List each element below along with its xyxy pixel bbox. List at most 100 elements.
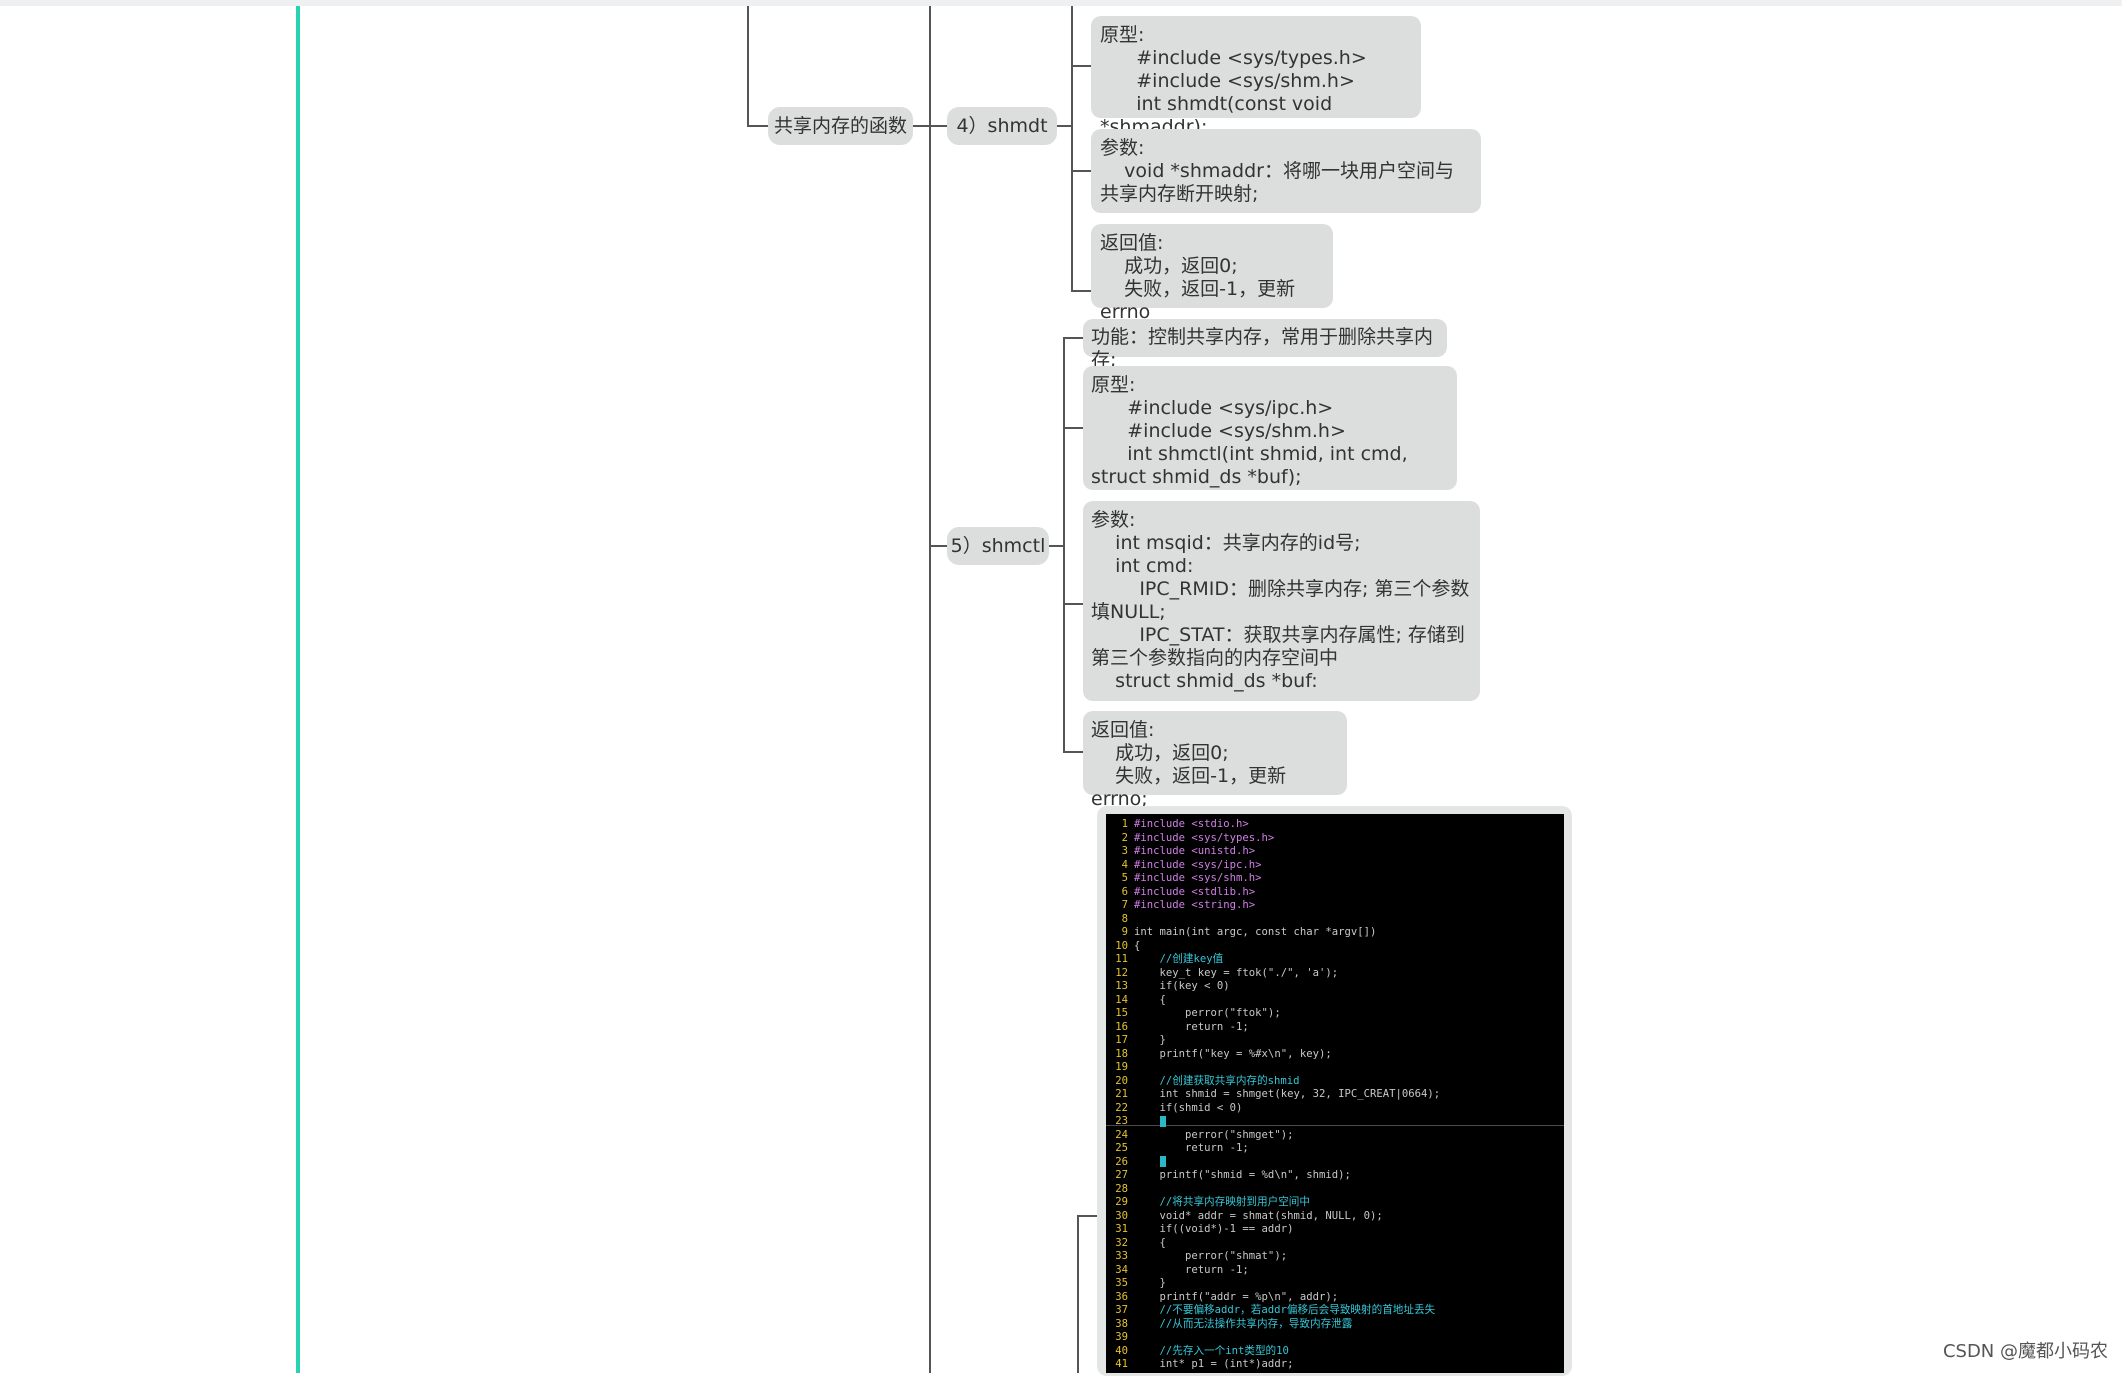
code-line: 40 //先存入一个int类型的10 (1106, 1345, 1289, 1359)
line-number: 25 (1115, 1142, 1128, 1154)
code-text: void* addr = shmat(shmid, NULL, 0); (1134, 1209, 1383, 1222)
line-number: 1 (1121, 818, 1128, 830)
line-number: 18 (1115, 1047, 1128, 1060)
line-number: 39 (1115, 1331, 1128, 1343)
code-text: int shmid = shmget(key, 32, IPC_CREAT|06… (1134, 1088, 1441, 1100)
code-text: perror("shmget"); (1134, 1128, 1294, 1141)
shmctl-retval-node[interactable]: 返回值: 成功，返回0; 失败，返回-1，更新errno; (1083, 711, 1347, 810)
connector (929, 6, 931, 1373)
code-line: 30 void* addr = shmat(shmid, NULL, 0); (1106, 1210, 1383, 1224)
code-line: 36 printf("addr = %p\n", addr); (1106, 1291, 1338, 1305)
code-text: { (1134, 939, 1141, 952)
text-cursor (1159, 1156, 1166, 1167)
code-line: 1 #include <stdio.h> (1106, 818, 1249, 832)
code-line: 2#include <sys/types.h> (1106, 831, 1275, 846)
line-number: 17 (1115, 1034, 1128, 1046)
code-line: 11 //创建key值 (1106, 953, 1223, 967)
line-number: 22 (1115, 1101, 1128, 1114)
code-text: { (1134, 1236, 1166, 1249)
connector (1063, 337, 1065, 753)
shmdt-params-node[interactable]: 参数: void *shmaddr：将哪一块用户空间与共享内存断开映射; (1091, 129, 1481, 213)
line-number: 26 (1115, 1155, 1128, 1168)
code-line: 20 //创建获取共享内存的shmid (1106, 1074, 1300, 1089)
line-number: 7 (1121, 899, 1128, 911)
code-line: 33 perror("shmat"); (1106, 1250, 1287, 1264)
shmctl-function-node[interactable]: 功能：控制共享内存，常用于删除共享内存; (1083, 319, 1447, 371)
code-line: 3#include <unistd.h> (1106, 845, 1256, 859)
line-number: 34 (1115, 1263, 1128, 1276)
code-line: 13 if(key < 0) (1106, 980, 1230, 994)
code-line: 39 (1106, 1331, 1134, 1345)
code-text: #include <stdio.h> (1134, 818, 1249, 830)
code-text: if(key < 0) (1134, 980, 1230, 992)
line-number: 38 (1115, 1317, 1128, 1330)
code-text: { (1134, 993, 1166, 1006)
code-text: key_t key = ftok("./", 'a'); (1134, 966, 1339, 979)
code-text: if(shmid < 0) (1134, 1101, 1243, 1114)
line-number: 35 (1115, 1277, 1128, 1289)
code-line: 21 int shmid = shmget(key, 32, IPC_CREAT… (1106, 1088, 1440, 1102)
code-line: 32 { (1106, 1237, 1166, 1251)
code-text (1134, 1115, 1160, 1127)
code-text: //将共享内存映射到用户空间中 (1134, 1196, 1311, 1208)
node-shmdt[interactable]: 4）shmdt (947, 107, 1057, 145)
line-number: 12 (1115, 966, 1128, 979)
code-line: 35 } (1106, 1277, 1166, 1291)
code-text: #include <stdlib.h> (1134, 885, 1256, 898)
code-text: printf("key = %#x\n", key); (1134, 1047, 1332, 1060)
code-text: if((void*)-1 == addr) (1134, 1223, 1294, 1235)
code-line: 8 (1106, 913, 1134, 927)
connector (1063, 603, 1083, 605)
line-number: 6 (1121, 885, 1128, 898)
connector (929, 125, 947, 127)
code-listing: 1 #include <stdio.h>2#include <sys/types.… (1106, 814, 1564, 1373)
line-number: 40 (1115, 1344, 1128, 1357)
code-line: 15 perror("ftok"); (1106, 1007, 1281, 1021)
code-text: printf("addr = %p\n", addr); (1134, 1290, 1339, 1303)
code-text: #include <sys/types.h> (1134, 831, 1275, 844)
code-text: //从而无法操作共享内存，导致内存泄露 (1134, 1317, 1353, 1330)
code-line: 41 int* p1 = (int*)addr; (1106, 1358, 1293, 1372)
editor-split-line (1106, 1125, 1564, 1126)
line-number: 19 (1115, 1061, 1128, 1073)
line-number: 36 (1115, 1290, 1128, 1303)
connector (1057, 125, 1073, 127)
code-text: //创建获取共享内存的shmid (1134, 1074, 1300, 1087)
shmdt-retval-node[interactable]: 返回值: 成功，返回0; 失败，返回-1，更新errno (1091, 224, 1333, 323)
code-line: 18 printf("key = %#x\n", key); (1106, 1047, 1332, 1062)
code-text: //创建key值 (1134, 953, 1224, 965)
code-line: 24 perror("shmget"); (1106, 1129, 1293, 1143)
code-line: 22 if(shmid < 0) (1106, 1102, 1242, 1116)
line-number: 20 (1115, 1074, 1128, 1087)
left-accent-rule (296, 6, 300, 1373)
node-shmctl[interactable]: 5）shmctl (947, 527, 1049, 565)
code-text: printf("shmid = %d\n", shmid); (1134, 1169, 1351, 1181)
shmctl-prototype-node[interactable]: 原型: #include <sys/ipc.h> #include <sys/s… (1083, 366, 1457, 490)
line-number: 10 (1115, 939, 1128, 952)
line-number: 32 (1115, 1236, 1128, 1249)
shmctl-params-node[interactable]: 参数: int msqid：共享内存的id号; int cmd: IPC_RMI… (1083, 501, 1480, 701)
line-number: 8 (1121, 912, 1128, 925)
connector (1077, 1215, 1097, 1217)
node-shared-memory-functions[interactable]: 共享内存的函数 (768, 107, 913, 145)
connector (747, 125, 768, 127)
code-line: 6 #include <stdlib.h> (1106, 885, 1256, 900)
connector (747, 6, 749, 126)
line-number: 23 (1115, 1115, 1128, 1127)
shmdt-prototype-node[interactable]: 原型: #include <sys/types.h> #include <sys… (1091, 16, 1421, 138)
line-number: 37 (1115, 1304, 1128, 1316)
code-text: return -1; (1134, 1020, 1249, 1033)
code-text: perror("ftok"); (1134, 1007, 1281, 1019)
code-text: return -1; (1134, 1263, 1249, 1276)
code-line: 34 return -1; (1106, 1264, 1249, 1278)
code-line: 31 if((void*)-1 == addr) (1106, 1223, 1293, 1237)
line-number: 30 (1115, 1209, 1128, 1222)
connector (1063, 751, 1083, 753)
line-number: 9 (1121, 926, 1128, 938)
code-line: 26 (1106, 1156, 1166, 1170)
connector (1077, 1215, 1079, 1373)
line-number: 5 (1121, 872, 1128, 884)
line-number: 13 (1115, 980, 1128, 992)
code-text: #include <unistd.h> (1134, 845, 1256, 857)
